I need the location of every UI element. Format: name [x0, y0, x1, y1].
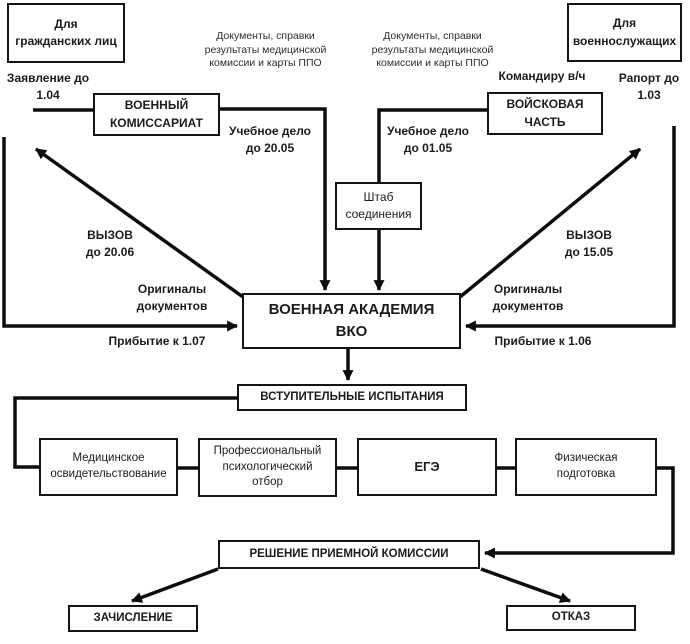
label-report-deadline: Рапорт до 1.03 — [618, 71, 680, 103]
label-study-case-left: Учебное дело до 20.05 — [228, 124, 312, 156]
arrow-decision-to-enroll — [130, 567, 219, 603]
node-hq: Штаб соединения — [335, 182, 422, 230]
node-admission-committee-decision: РЕШЕНИЕ ПРИЕМНОЙ КОМИССИИ — [218, 540, 480, 569]
connector-exams-to-medical — [13, 396, 237, 469]
node-medical-examination: Медицинское освидетельствование — [39, 438, 178, 496]
node-refusal: ОТКАЗ — [506, 605, 636, 631]
arrow-physical-to-decision — [483, 466, 675, 559]
label-call-left: ВЫЗОВ до 20.06 — [85, 228, 135, 260]
arrow-arrival-right — [464, 126, 676, 332]
node-military-commissariat: ВОЕННЫЙ КОМИССАРИАТ — [93, 93, 220, 136]
node-civilians: Для гражданских лиц — [7, 3, 125, 63]
label-arrival-left: Прибытие к 1.07 — [108, 334, 206, 348]
arrow-call-right — [458, 147, 642, 299]
arrow-decision-to-refusal — [480, 567, 572, 603]
label-arrival-right: Прибытие к 1.06 — [494, 334, 592, 348]
label-documents-right: Документы, справки результаты медицинско… — [371, 30, 494, 70]
arrow-unit-to-academy — [373, 108, 489, 292]
arrow-arrival-left — [2, 137, 239, 332]
node-enrollment: ЗАЧИСЛЕНИЕ — [68, 605, 198, 632]
arrow-call-left — [34, 147, 245, 299]
arrow-commissariat-to-academy — [218, 107, 331, 292]
node-servicemen: Для военнослужащих — [567, 3, 682, 62]
label-documents-left: Документы, справки результаты медицинско… — [204, 30, 327, 70]
node-entrance-exams: ВСТУПИТЕЛЬНЫЕ ИСПЫТАНИЯ — [237, 384, 467, 411]
node-physical-training: Физическая подготовка — [515, 438, 657, 496]
label-call-right: ВЫЗОВ до 15.05 — [564, 228, 614, 260]
label-to-commander: Командиру в/ч — [498, 69, 586, 83]
node-psychological-selection: Профессиональный психологический отбор — [198, 438, 337, 497]
label-originals-left: Оригиналы документов — [136, 282, 208, 314]
label-study-case-right: Учебное дело до 01.05 — [386, 124, 470, 156]
node-academy: ВОЕННАЯ АКАДЕМИЯ ВКО — [242, 293, 461, 349]
node-ege: ЕГЭ — [357, 438, 497, 496]
node-military-unit: ВОЙСКОВАЯ ЧАСТЬ — [487, 92, 603, 135]
label-application-deadline: Заявление до 1.04 — [6, 71, 90, 103]
label-originals-right: Оригиналы документов — [492, 282, 564, 314]
